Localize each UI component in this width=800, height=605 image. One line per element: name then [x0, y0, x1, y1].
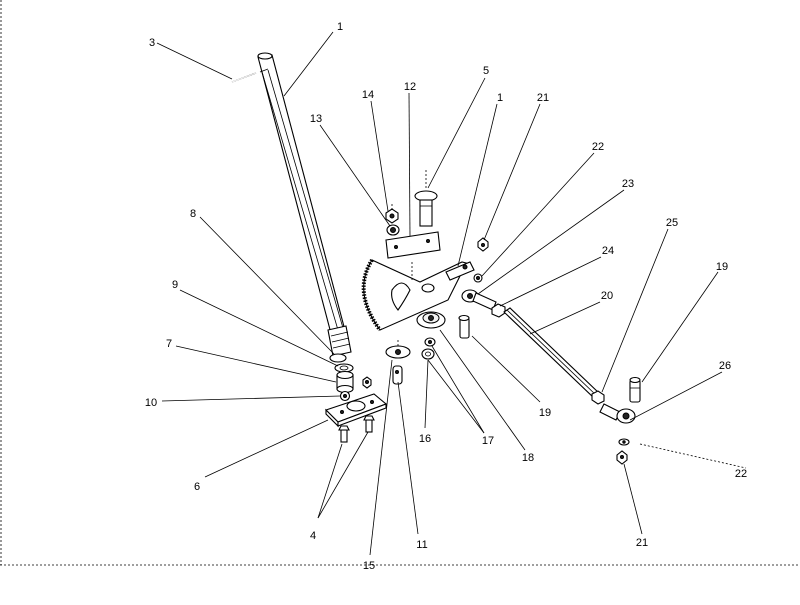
callout-12: 12 [404, 81, 416, 93]
gear-sector [361, 258, 475, 332]
small-nut-16 [424, 337, 436, 347]
callout-6: 6 [194, 481, 200, 493]
callout-19-right: 19 [716, 261, 728, 273]
callout-23: 23 [622, 178, 634, 190]
callout-22-bottom: 22 [735, 468, 747, 480]
bearing [416, 311, 446, 329]
callout-5: 5 [483, 65, 489, 77]
carriage-bolt [414, 190, 438, 227]
washer-lower [334, 363, 354, 373]
washer-22-bottom [618, 438, 630, 446]
long-shaft [257, 52, 352, 357]
callout-15: 15 [363, 560, 375, 572]
callout-21-bottom: 21 [636, 537, 648, 549]
callout-26: 26 [719, 360, 731, 372]
bolt-right [363, 415, 375, 433]
callout-13: 13 [310, 113, 322, 125]
callout-16: 16 [419, 433, 431, 445]
callout-20: 20 [601, 290, 613, 302]
bolt-19-mid [458, 314, 470, 339]
cover-plate [385, 231, 441, 259]
callout-25: 25 [666, 217, 678, 229]
callout-21-top: 21 [537, 92, 549, 104]
bracket-plate [324, 393, 388, 428]
callout-24: 24 [602, 245, 614, 257]
callout-18: 18 [522, 452, 534, 464]
callout-22-top: 22 [592, 141, 604, 153]
assembly-line-22-bottom [639, 443, 747, 469]
callout-10: 10 [145, 397, 157, 409]
washer-lower-hole [339, 365, 349, 371]
nut-21-bottom [616, 450, 628, 465]
nut-21-top [477, 237, 489, 252]
callout-17: 17 [482, 435, 494, 447]
callout-4: 4 [310, 530, 316, 542]
pin [231, 68, 269, 83]
rod-end-26 [599, 403, 636, 424]
lower-washer [385, 345, 411, 359]
callout-7: 7 [166, 338, 172, 350]
callout-1-shaft: 1 [337, 21, 343, 33]
nut-right [362, 376, 372, 389]
bushing [336, 370, 354, 394]
top-washer [386, 224, 400, 236]
callout-1-arm: 1 [497, 92, 503, 104]
nut-25 [591, 390, 605, 405]
washer-22-top [473, 273, 483, 283]
top-nut [385, 208, 399, 224]
nut-left [339, 390, 351, 402]
bolt-19-right [629, 376, 641, 403]
callout-9: 9 [172, 279, 178, 291]
spacer-17 [421, 348, 435, 360]
lower-pin [392, 365, 403, 385]
threaded-rod [503, 307, 601, 399]
callout-8: 8 [190, 208, 196, 220]
callout-19-mid: 19 [539, 407, 551, 419]
callout-14: 14 [362, 89, 374, 101]
callout-3: 3 [149, 37, 155, 49]
bolt-left [338, 425, 350, 443]
washer-upper [329, 353, 347, 363]
leader-lines [156, 31, 723, 556]
callout-11: 11 [416, 539, 427, 551]
rod-end-23 [461, 289, 497, 311]
